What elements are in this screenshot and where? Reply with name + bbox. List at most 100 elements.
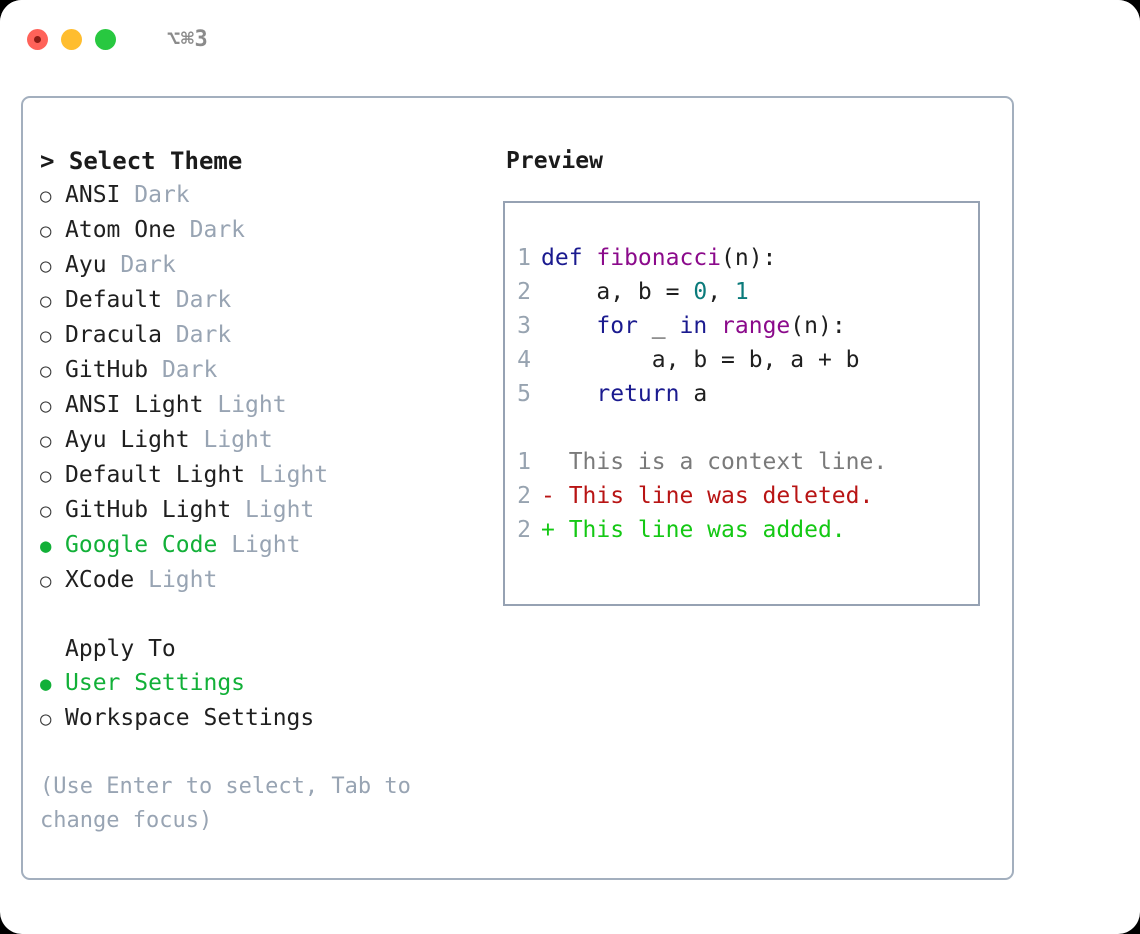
diff-line-add: 2 + This line was added. [505, 513, 978, 547]
diff-sample: 1 This is a context line. 2 - This line wa… [505, 445, 978, 547]
theme-option-name: ANSI [65, 182, 121, 208]
line-number: 1 [517, 449, 531, 475]
apply-to-option-workspace-settings[interactable]: ○Workspace Settings [40, 701, 503, 736]
token-var: a [679, 381, 708, 407]
keyboard-hint-text: (Use Enter to select, Tab to change focu… [40, 774, 425, 833]
radio-unselected-icon: ○ [40, 500, 52, 522]
line-number: 2 [517, 483, 531, 509]
theme-option-ansi-light[interactable]: ○ ANSI Light Light [40, 388, 503, 423]
close-window-button[interactable] [27, 28, 48, 50]
theme-option-name: Ayu [65, 252, 107, 278]
theme-variant-tag: Dark [120, 252, 176, 278]
token-punc: (n): [721, 245, 777, 271]
preview-title: Preview [506, 148, 603, 174]
theme-variant-tag: Light [203, 427, 273, 453]
theme-list-header: > Select Theme [40, 147, 243, 175]
token-punc [707, 313, 721, 339]
radio-unselected-icon: ○ [40, 465, 52, 487]
line-number: 1 [517, 245, 531, 271]
theme-option-name: ANSI Light [65, 392, 204, 418]
theme-variant-tag: Dark [175, 322, 232, 348]
theme-option-ayu[interactable]: ○ Ayu Dark [40, 248, 503, 283]
token-var: a, b = [541, 279, 694, 305]
theme-option-github-light[interactable]: ○GitHub Light Light [40, 493, 503, 528]
radio-unselected-icon: ○ [40, 430, 52, 452]
theme-variant-tag: Light [258, 462, 329, 488]
theme-variant-tag: Light [217, 392, 287, 418]
token-punc [541, 381, 596, 407]
theme-option-ansi[interactable]: ○ ANSI Dark [40, 178, 503, 213]
minimize-window-button[interactable] [61, 28, 82, 50]
token-punc [541, 313, 596, 339]
theme-option-name: GitHub Light [65, 497, 232, 523]
theme-option-ayu-light[interactable]: ○ Ayu Light Light [40, 423, 503, 458]
theme-option-xcode[interactable]: ○ XCode Light [40, 563, 503, 598]
line-number: 5 [517, 381, 531, 407]
theme-option-name: Google Code [65, 532, 218, 558]
theme-selector-column: > Select Theme ○ANSI Dark○Atom One Dark○… [23, 144, 503, 838]
code-content: for _ in range(n): [541, 309, 846, 343]
code-content: a, b = b, a + b [541, 343, 860, 377]
theme-option-default-light[interactable]: ○Default Light Light [40, 458, 503, 493]
traffic-light-group [27, 28, 116, 50]
radio-unselected-icon: ○ [40, 185, 52, 207]
line-number: 4 [517, 347, 531, 373]
code-line: 5 return a [505, 377, 978, 411]
theme-option-default[interactable]: ○Default Dark [40, 283, 503, 318]
token-punc: (n): [790, 313, 846, 339]
diff-content: This is a context line. [541, 449, 888, 475]
line-number: 3 [517, 313, 531, 339]
theme-option-name: Default [65, 287, 162, 313]
theme-list: ○ANSI Dark○Atom One Dark○Ayu Dark○Defaul… [40, 178, 503, 598]
code-line: 4 a, b = b, a + b [505, 343, 978, 377]
code-line: 2 a, b = 0, 1 [505, 275, 978, 309]
window-titlebar: ⌥⌘3 [0, 0, 1140, 78]
theme-option-dracula[interactable]: ○ Dracula Dark [40, 318, 503, 353]
theme-option-name: Dracula [65, 322, 162, 348]
radio-unselected-icon: ○ [40, 220, 52, 242]
theme-option-github[interactable]: ○ GitHub Dark [40, 353, 503, 388]
token-var: _ [637, 313, 680, 339]
theme-option-name: Atom One [65, 217, 176, 243]
theme-variant-tag: Dark [134, 182, 190, 208]
code-line: 1 def fibonacci(n): [505, 241, 978, 275]
maximize-window-button[interactable] [95, 28, 116, 50]
theme-variant-tag: Dark [161, 357, 218, 383]
diff-content: - This line was deleted. [541, 483, 874, 509]
theme-option-name: XCode [65, 567, 135, 593]
apply-to-label: Apply To [65, 636, 176, 662]
radio-unselected-icon: ○ [40, 360, 52, 382]
diff-content: + This line was added. [541, 517, 846, 543]
apply-to-list: ●User Settings○Workspace Settings [40, 666, 503, 736]
theme-option-name: Ayu Light [65, 427, 190, 453]
theme-option-name: GitHub [65, 357, 149, 383]
radio-unselected-icon: ○ [40, 290, 52, 312]
apply-to-option-user-settings[interactable]: ●User Settings [40, 666, 503, 701]
token-kw: return [596, 381, 680, 407]
token-kw: in [679, 313, 708, 339]
radio-unselected-icon: ○ [40, 395, 52, 417]
line-number: 2 [517, 279, 531, 305]
line-number: 2 [517, 517, 531, 543]
theme-option-atom-one[interactable]: ○ Atom One Dark [40, 213, 503, 248]
theme-variant-tag: Light [148, 567, 218, 593]
code-content: def fibonacci(n): [541, 241, 776, 275]
code-line: 3 for _ in range(n): [505, 309, 978, 343]
token-punc: , [707, 279, 735, 305]
token-fn: fibonacci [596, 245, 722, 271]
tui-panel: > Select Theme ○ANSI Dark○Atom One Dark○… [21, 96, 1014, 880]
radio-unselected-icon: ○ [40, 325, 52, 347]
code-content: a, b = 0, 1 [541, 275, 748, 309]
radio-unselected-icon: ○ [40, 570, 52, 592]
radio-selected-icon: ● [40, 535, 52, 557]
token-var: a, b = b, a + b [541, 347, 860, 373]
radio-unselected-icon: ○ [40, 255, 52, 277]
theme-variant-tag: Dark [189, 217, 246, 243]
theme-option-google-code[interactable]: ● Google Code Light [40, 528, 503, 563]
token-fn: range [721, 313, 791, 339]
theme-variant-tag: Light [231, 532, 301, 558]
apply-to-option-name: User Settings [65, 670, 246, 696]
